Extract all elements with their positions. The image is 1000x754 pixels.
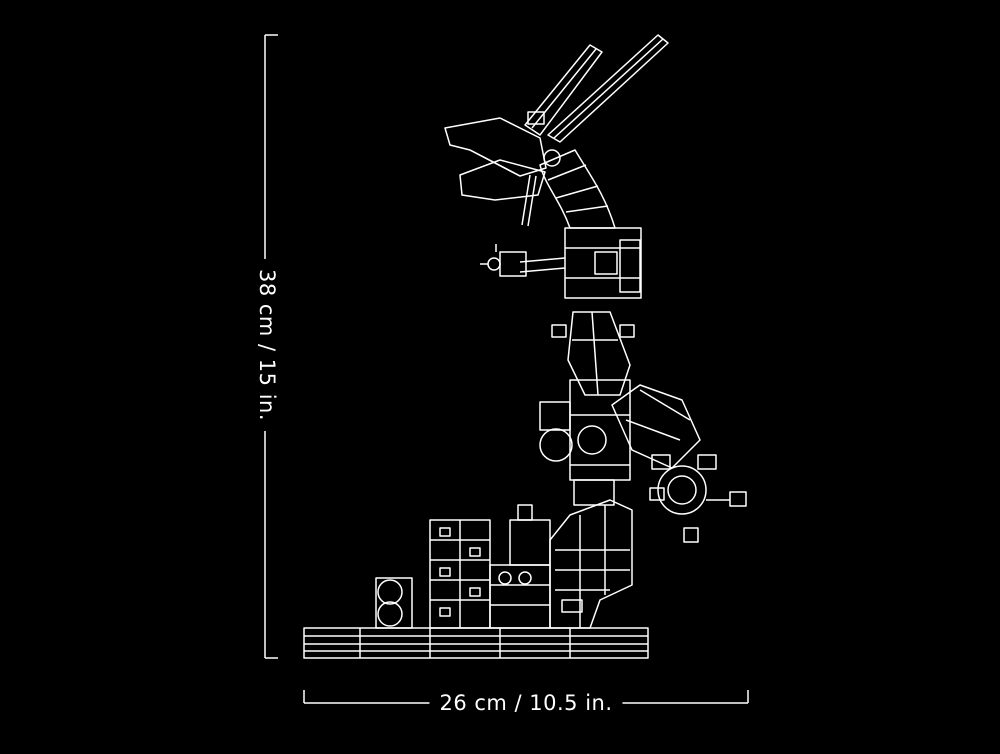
head — [444, 117, 561, 227]
right-leg-claw — [611, 384, 747, 543]
chest-block — [564, 227, 642, 299]
torso-segment — [551, 311, 635, 396]
width-dimension-label: 26 cm / 10.5 in. — [429, 691, 623, 715]
left-arm — [480, 244, 566, 277]
base-rocks — [375, 504, 551, 629]
head-antennae — [524, 34, 669, 143]
base-plate — [303, 627, 649, 659]
rock-pedestal — [549, 499, 633, 629]
hip-block — [539, 379, 631, 506]
height-dimension-label: 38 cm / 15 in. — [255, 258, 279, 432]
neck — [539, 149, 616, 229]
